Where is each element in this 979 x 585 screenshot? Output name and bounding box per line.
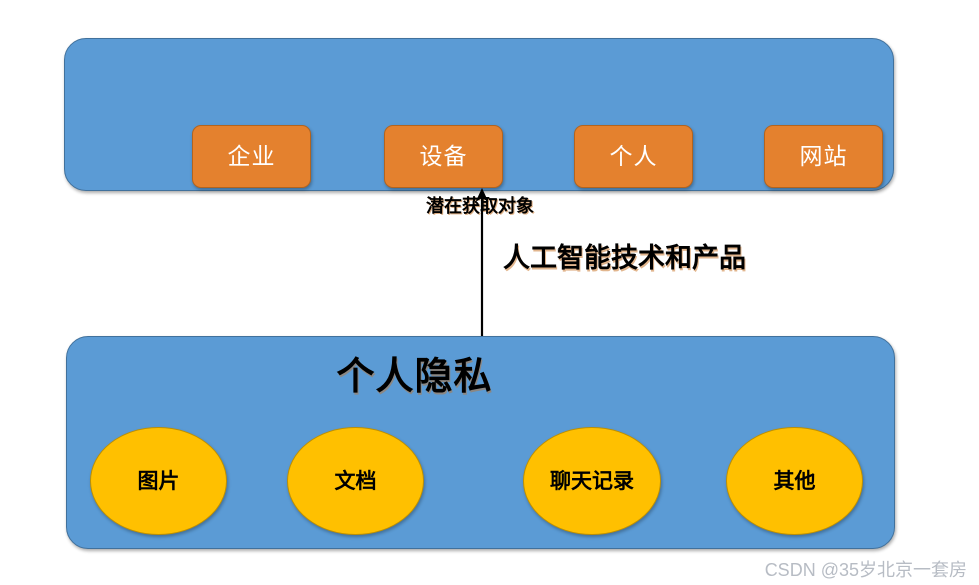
arrow-up-icon [475,188,489,338]
privacy-ellipse-documents[interactable]: 文档 [287,427,424,535]
privacy-ellipse-other[interactable]: 其他 [726,427,863,535]
target-box-label: 网站 [799,143,848,169]
target-box-enterprise[interactable]: 企业 [192,125,311,188]
target-box-individual[interactable]: 个人 [574,125,693,188]
privacy-ellipse-images[interactable]: 图片 [90,427,227,535]
privacy-ellipse-label: 其他 [773,469,816,493]
target-box-website[interactable]: 网站 [764,125,883,188]
privacy-ellipse-label: 图片 [137,469,180,493]
bottom-panel-heading: 个人隐私 [336,356,493,398]
target-box-label: 设备 [419,143,468,169]
target-box-label: 企业 [227,143,276,169]
top-panel-potential-targets: 企业 设备 个人 网站 潜在获取对象 [64,38,894,215]
target-box-label: 个人 [609,143,658,169]
privacy-ellipse-label: 聊天记录 [550,469,634,493]
privacy-ellipse-label: 文档 [334,469,377,493]
connector-label-ai-tech: 人工智能技术和产品 [503,243,746,273]
watermark-text: CSDN @35岁北京一套房 [764,560,967,580]
top-panel-caption: 潜在获取对象 [426,196,534,216]
target-box-device[interactable]: 设备 [384,125,503,188]
privacy-ellipse-chat-records[interactable]: 聊天记录 [523,427,661,535]
